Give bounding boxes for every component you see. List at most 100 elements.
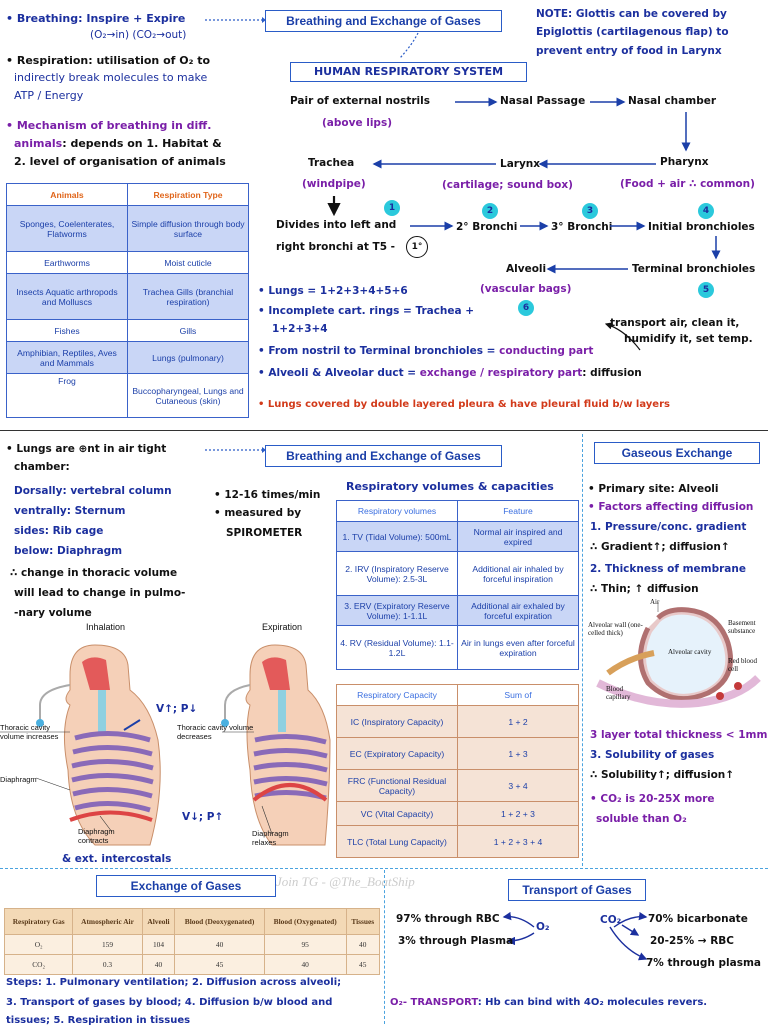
alv-air-label: Air	[650, 598, 660, 606]
gaseous-title: Gaseous Exchange	[594, 442, 760, 464]
o2-plasma: 3% through Plasma	[398, 935, 514, 947]
steps-line3: tissues; 5. Respiration in tissues	[6, 1015, 191, 1026]
table-cell: IC (Inspiratory Capacity)	[336, 705, 458, 738]
exchange-part: exchange / respiratory part	[419, 367, 583, 379]
ventrally: ventrally: Sternum	[14, 505, 126, 517]
mechanism-depends: : depends on 1. Habitat &	[62, 137, 222, 150]
inhalation-label: Inhalation	[86, 622, 126, 632]
o2-transport-label: O₂- TRANSPORT	[390, 997, 478, 1008]
section-divider	[0, 430, 768, 431]
expiration-label: Expiration	[262, 622, 303, 632]
flow-tertiary: 3° Bronchi	[551, 221, 613, 233]
flow-terminal: Terminal bronchioles	[632, 263, 756, 275]
table-row: CO₂ 0.3 40 45 40 45	[3, 954, 380, 975]
flow-nasal-passage: Nasal Passage	[500, 95, 586, 107]
exchange-text: • Alveoli & Alveolar duct =	[258, 367, 420, 379]
table-cell: 159	[72, 934, 143, 955]
table-cell: Moist cuticle	[127, 251, 249, 274]
flow-divides-line2: right bronchi at T5 -	[276, 241, 396, 253]
factor-1: 1. Pressure/conc. gradient	[590, 521, 747, 533]
gases-header: Blood (Deoxygenated)	[174, 908, 265, 935]
steps-line1: Steps: 1. Pulmonary ventilation; 2. Diff…	[6, 977, 342, 988]
o2-transport-text: : Hb can bind with 4O₂ molecules revers.	[477, 997, 708, 1008]
o2-transport-line: O₂- TRANSPORT: Hb can bind with 4O₂ mole…	[390, 996, 707, 1010]
animals-table: Animals Respiration Type Sponges, Coelen…	[6, 183, 249, 418]
gases-header: Atmospheric Air	[72, 908, 143, 935]
flow-larynx-note: (cartilage; sound box)	[442, 179, 573, 191]
breathing-line1: • Breathing: Inspire + Expire	[6, 12, 186, 25]
co2-line2: soluble than O₂	[596, 813, 687, 825]
thoracic-decreases-label: Thoracic cavity volume decreases	[177, 723, 254, 741]
volumes-header-feature: Feature	[457, 500, 579, 522]
alv-basement-label: Basement substance	[728, 619, 756, 635]
gases-header: Alveoli	[141, 908, 176, 935]
table-row: 4. RV (Residual Volume): 1.1-1.2L Air in…	[336, 625, 579, 670]
capacity-header-capacity: Respiratory Capacity	[336, 684, 458, 706]
thickness-line: 3 layer total thickness < 1mm	[590, 729, 768, 741]
diaphragm-relaxes-label: Diaphragm relaxes	[252, 829, 289, 847]
flow-nasal-chamber: Nasal chamber	[628, 95, 717, 107]
animals-table-header: Animals Respiration Type	[6, 183, 249, 206]
table-row: VC (Vital Capacity) 1 + 2 + 3	[336, 801, 579, 826]
table-row: TLC (Total Lung Capacity) 1 + 2 + 3 + 4	[336, 825, 579, 858]
table-cell: Air in lungs even after forceful expirat…	[457, 625, 579, 670]
flow-initial: Initial bronchioles	[648, 221, 755, 233]
lungs-chamber-line2: chamber:	[14, 461, 70, 473]
table-cell: 45	[345, 954, 380, 975]
transport-note-line2: humidify it, set temp.	[624, 333, 753, 345]
change-line3: -nary volume	[14, 607, 92, 619]
flow-number-2: 2	[482, 203, 498, 219]
gases-header: Respiratory Gas	[3, 908, 74, 935]
table-cell: Insects Aquatic arthropods and Molluscs	[6, 273, 128, 320]
breathing-line2: (O₂→in) (CO₂→out)	[90, 29, 187, 41]
flow-number-5: 5	[698, 282, 714, 298]
alv-wall-label: Alveolar wall (one-celled thick)	[588, 621, 643, 637]
sides: sides: Rib cage	[14, 525, 104, 537]
co2-rbc: 20-25% → RBC	[650, 935, 735, 947]
alveolus-figure: Air Alveolar wall (one-celled thick) Bas…	[588, 598, 766, 718]
table-cell: 0.3	[72, 954, 143, 975]
table-cell: 3. ERV (Expiratory Reserve Volume): 1-1.…	[336, 595, 458, 626]
table-row: Earthworms Moist cuticle	[6, 251, 249, 274]
table-row: FRC (Functional Residual Capacity) 3 + 4	[336, 769, 579, 802]
co2-bicarb: 70% bicarbonate	[648, 913, 748, 925]
table-cell: CO₂	[3, 954, 74, 975]
table-cell: 1 + 2	[457, 705, 579, 738]
table-cell: 3 + 4	[457, 769, 579, 802]
table-cell: Frog	[6, 373, 128, 418]
table-cell: Normal air inspired and expired	[457, 521, 579, 552]
flow-pharynx-note: (Food + air ∴ common)	[620, 178, 755, 190]
table-row: 1. TV (Tidal Volume): 500mL Normal air i…	[336, 521, 579, 552]
respiration-line3: ATP / Energy	[14, 89, 84, 102]
flow-alveoli-note: (vascular bags)	[480, 283, 572, 295]
table-cell: 1. TV (Tidal Volume): 500mL	[336, 521, 458, 552]
divider-vertical-right	[582, 434, 583, 866]
co2-plasma: 7% through plasma	[646, 957, 761, 969]
volumes-title: Respiratory volumes & capacities	[346, 480, 554, 493]
flow-larynx: Larynx	[500, 158, 541, 170]
primary-site: • Primary site: Alveoli	[588, 483, 719, 495]
steps-line2: 3. Transport of gases by blood; 4. Diffu…	[6, 997, 333, 1008]
flow-trachea-note: (windpipe)	[302, 178, 366, 190]
flow-alveoli: Alveoli	[506, 263, 547, 275]
animals-header-animals: Animals	[6, 183, 128, 206]
volumes-header-volumes: Respiratory volumes	[336, 500, 458, 522]
table-cell: 4. RV (Residual Volume): 1.1-1.2L	[336, 625, 458, 670]
table-cell: Additional air inhaled by forceful inspi…	[457, 551, 579, 596]
transport-arrows	[502, 911, 648, 961]
flow-number-4: 4	[698, 203, 714, 219]
exchange-line: • Alveoli & Alveolar duct = exchange / r…	[258, 366, 642, 380]
table-cell: VC (Vital Capacity)	[336, 801, 458, 826]
table-cell: TLC (Total Lung Capacity)	[336, 825, 458, 858]
table-cell: Amphibian, Reptiles, Aves and Mammals	[6, 341, 128, 374]
top-title: Breathing and Exchange of Gases	[265, 10, 502, 32]
gases-header: Blood (Oxygenated)	[263, 908, 347, 935]
v-up-label: V↑; P↓	[156, 703, 198, 715]
table-cell: Sponges, Coelenterates, Flatworms	[6, 205, 128, 252]
incomplete-line2: 1+2+3+4	[272, 323, 328, 335]
table-cell: 1 + 2 + 3 + 4	[457, 825, 579, 858]
table-cell: Fishes	[6, 319, 128, 342]
table-cell: 40	[345, 934, 380, 955]
co2-line1: • CO₂ is 20-25X more	[590, 793, 715, 805]
breathing-figure: Inhalation Expiration	[0, 620, 331, 870]
